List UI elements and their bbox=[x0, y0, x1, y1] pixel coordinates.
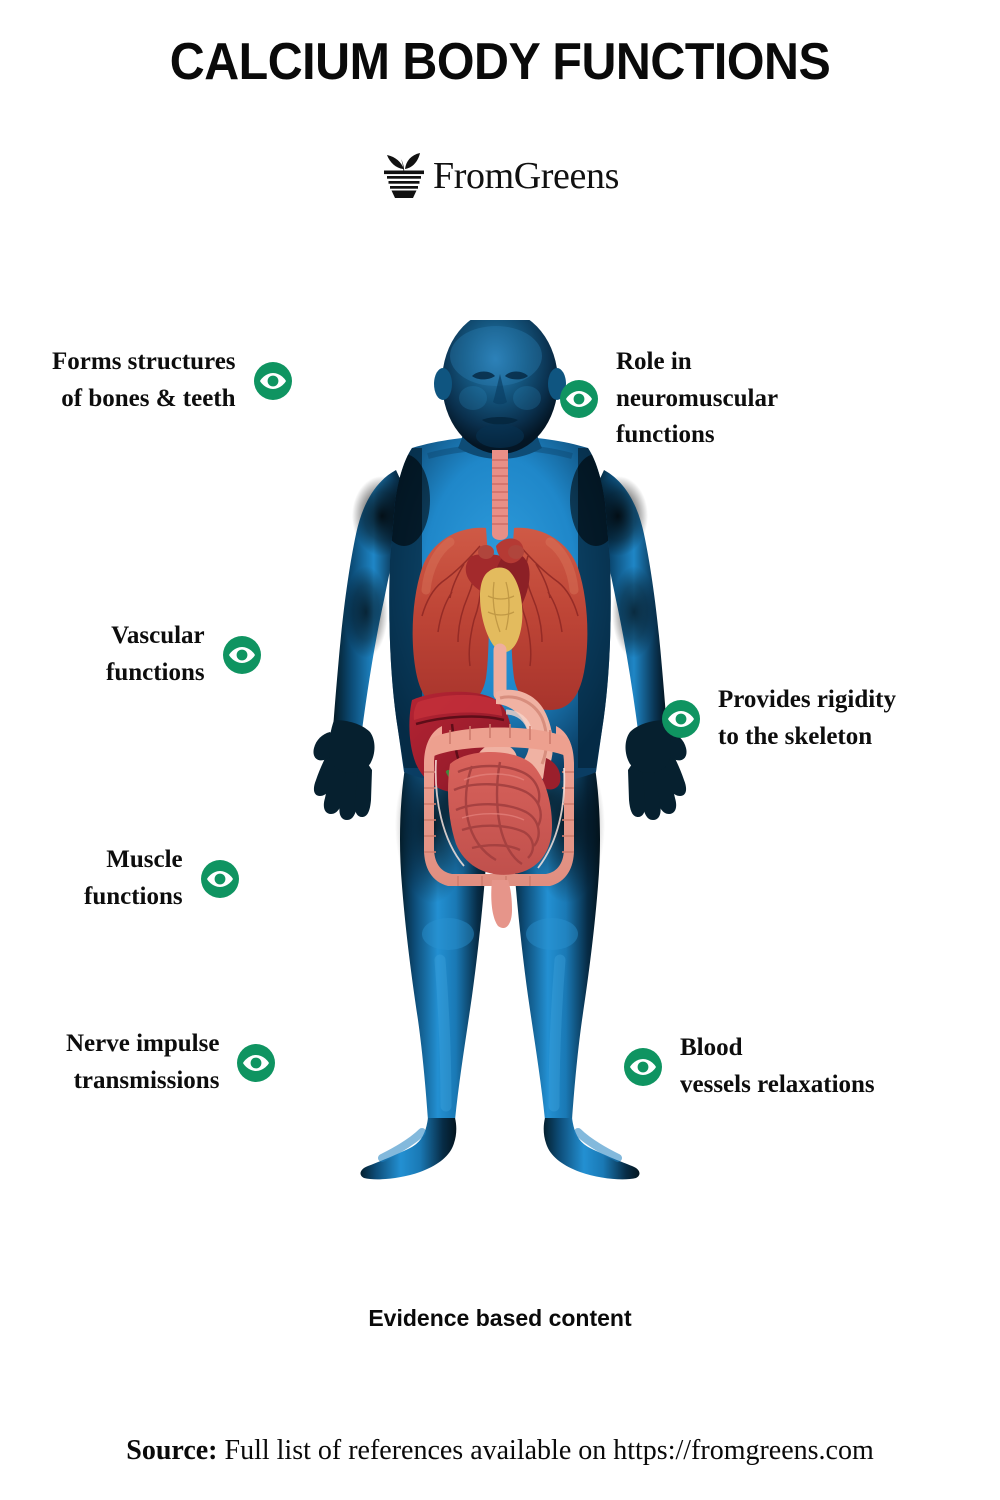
callout-label-blood: Blood vessels relaxations bbox=[680, 1034, 875, 1098]
source-text: Full list of references available on htt… bbox=[217, 1435, 874, 1466]
potted-plant-icon bbox=[381, 148, 427, 203]
callout-vascular: Vascular functions bbox=[106, 618, 261, 691]
source-line: Source: Full list of references availabl… bbox=[0, 1435, 1000, 1467]
callout-bones: Forms structures of bones & teeth bbox=[52, 344, 292, 417]
callout-blood: Blood vessels relaxations bbox=[624, 1030, 875, 1103]
evidence-based-content: Evidence based content bbox=[368, 1305, 632, 1331]
human-body-illustration bbox=[300, 320, 700, 1180]
eye-icon bbox=[662, 699, 700, 738]
small-intestine-organ bbox=[448, 752, 552, 875]
callout-nerve: Nerve impulse transmissions bbox=[66, 1026, 276, 1099]
thymus-organ bbox=[480, 567, 523, 653]
eye-icon bbox=[253, 361, 292, 400]
trachea-organ bbox=[492, 450, 508, 540]
internal-organs bbox=[409, 450, 588, 929]
eye-icon bbox=[237, 1043, 276, 1082]
large-intestine-organ bbox=[424, 724, 574, 929]
callout-muscle: Muscle functions bbox=[84, 842, 239, 915]
eye-icon bbox=[624, 1047, 662, 1086]
callout-rigidity: Provides rigidity to the skeleton bbox=[662, 682, 896, 755]
callout-label-rigidity: Provides rigidity to the skeleton bbox=[718, 686, 897, 750]
page-title: CALCIUM BODY FUNCTIONS bbox=[169, 33, 831, 91]
callout-label-muscle: Muscle functions bbox=[84, 846, 183, 910]
eye-icon bbox=[560, 379, 598, 418]
callout-label-nerve: Nerve impulse transmissions bbox=[66, 1030, 220, 1094]
brand-name: FromGreens bbox=[433, 154, 619, 197]
callout-neuromuscular: Role in neuromuscular functions bbox=[560, 344, 778, 454]
callout-label-bones: Forms structures of bones & teeth bbox=[52, 348, 236, 412]
callout-label-neuromuscular: Role in neuromuscular functions bbox=[616, 348, 779, 448]
head-and-neck bbox=[434, 320, 566, 459]
brand-logo: FromGreens bbox=[0, 148, 1000, 203]
source-label: Source: bbox=[126, 1435, 218, 1466]
eye-icon bbox=[222, 635, 261, 674]
callout-label-vascular: Vascular functions bbox=[106, 622, 205, 686]
eye-icon bbox=[200, 859, 239, 898]
